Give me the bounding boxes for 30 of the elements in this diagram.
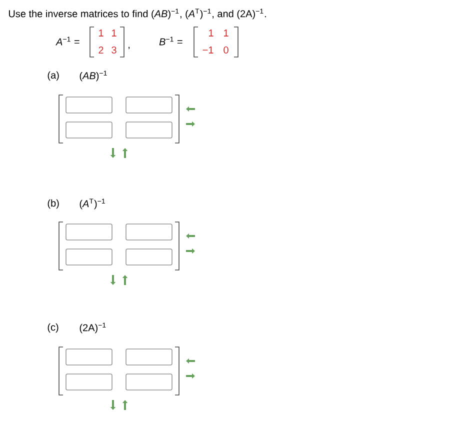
answer-box xyxy=(126,374,172,390)
answer-box xyxy=(66,96,112,114)
matrix-entry: −1 xyxy=(202,46,214,54)
matrix-entry: 1 xyxy=(99,30,104,36)
question-text: Use the inverse matrices to find (AB)$^{−1}$, (A$^{T}$)$^{−1}$, and (2A)$^{−1}$. xyxy=(8,8,266,20)
answer-box xyxy=(126,96,172,114)
matrix-entry: 0 xyxy=(224,46,228,54)
matrix-entry: 1 xyxy=(224,30,228,36)
matrix-name: A$^{−1}$ = xyxy=(56,36,80,46)
matrix-name: B$^{−1}$ = xyxy=(159,36,182,46)
matrix-expression: (AB)$^{−1}$ xyxy=(80,70,107,82)
part-label: (b) xyxy=(48,199,59,209)
answer-box xyxy=(126,248,172,266)
part-label: (a) xyxy=(48,71,59,81)
matrix-entry: 1 xyxy=(209,30,214,36)
matrix-entry: 3 xyxy=(112,46,116,54)
answer-box xyxy=(66,248,112,266)
matrix-expression: (A$^{T}$)$^{−1}$ xyxy=(80,198,105,210)
answer-box xyxy=(66,122,112,138)
answer-box xyxy=(66,224,112,240)
answer-box xyxy=(126,224,172,240)
matrix-expression: (2A)$^{−1}$ xyxy=(80,322,106,334)
matrix-entry: 1 xyxy=(112,30,116,36)
answer-box xyxy=(126,348,172,366)
matrix-entry: 2 xyxy=(98,46,104,54)
answer-box xyxy=(126,122,172,138)
answer-box xyxy=(66,374,112,390)
comma: , xyxy=(128,46,130,50)
part-label: (c) xyxy=(48,323,58,333)
answer-box xyxy=(66,348,112,366)
